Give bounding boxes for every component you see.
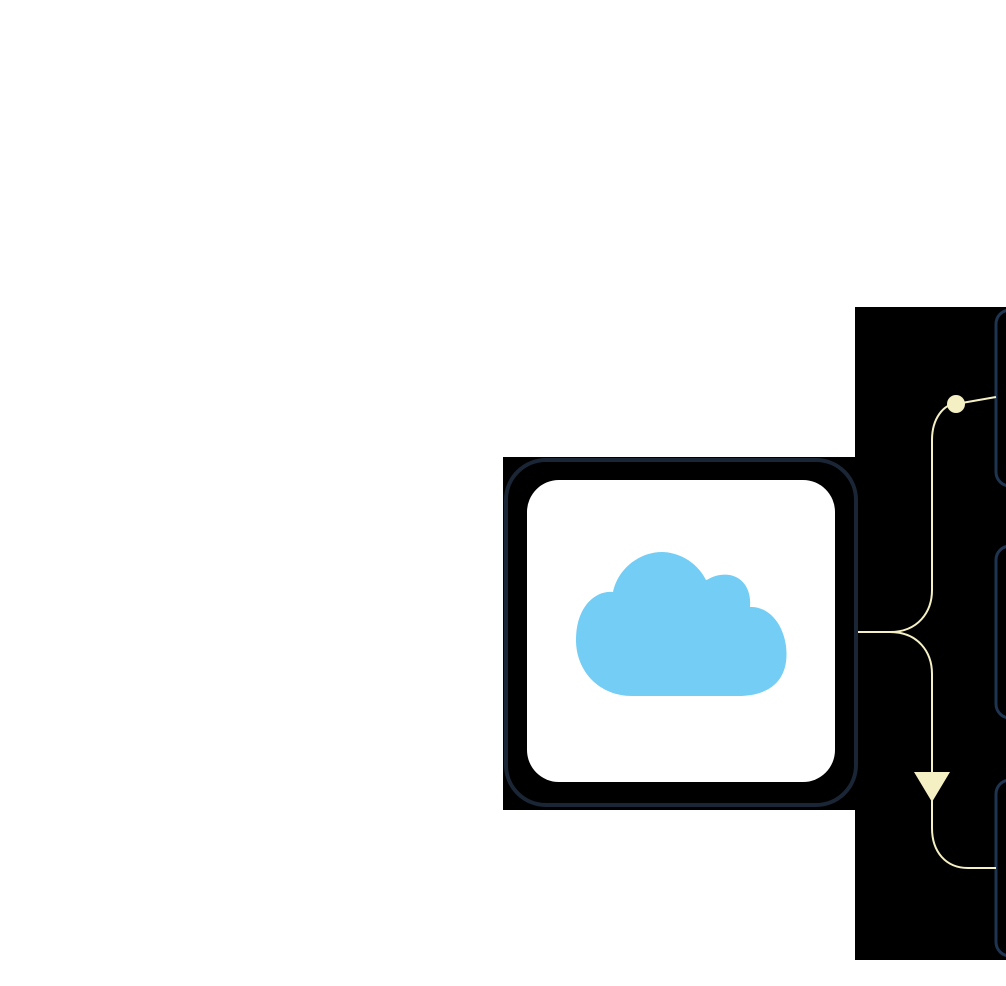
connector-dot-marker: [947, 395, 965, 413]
lower-card[interactable]: [994, 779, 1006, 957]
connector-arrow-down-icon: [914, 772, 950, 802]
connector-lower: [889, 631, 996, 869]
cloud-icon: [576, 552, 787, 696]
right-panel: [855, 307, 1006, 960]
middle-card[interactable]: [994, 545, 1006, 719]
cloud-node[interactable]: [504, 458, 858, 807]
upper-card[interactable]: [994, 309, 1006, 487]
